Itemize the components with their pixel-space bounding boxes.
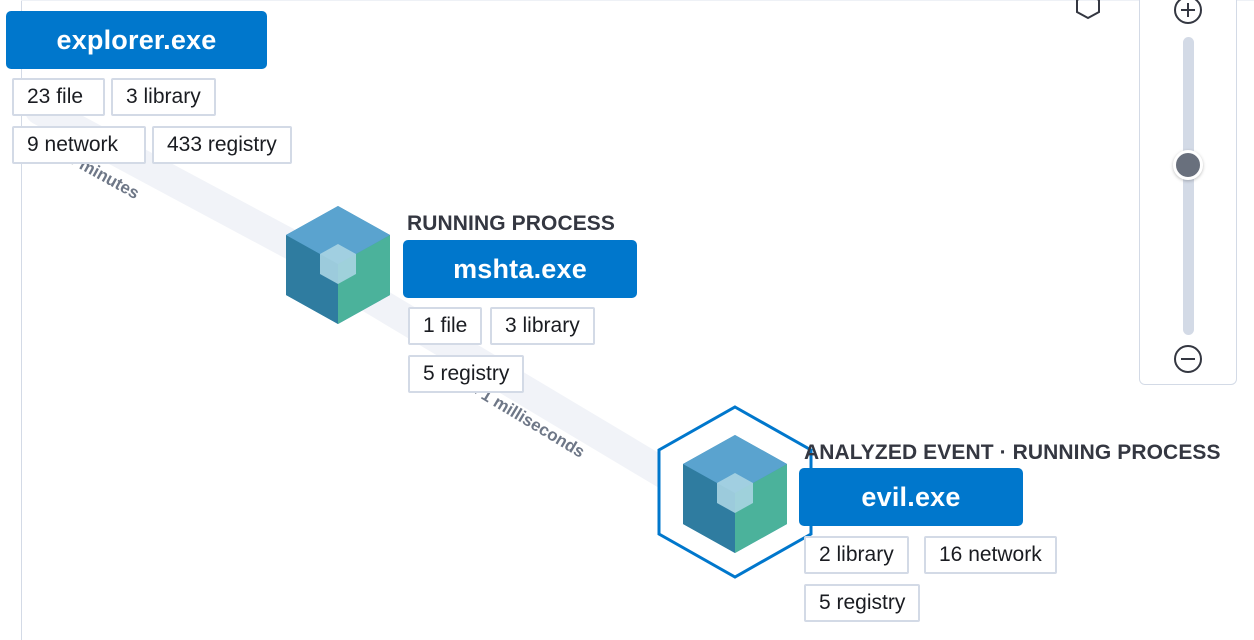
plus-circle-icon	[1174, 0, 1202, 24]
running-process-cube-icon[interactable]	[284, 204, 392, 326]
zoom-slider-thumb[interactable]	[1173, 150, 1203, 181]
stat-chip-mshta-registry[interactable]: 5 registry	[408, 355, 525, 393]
stat-chip-explorer-library[interactable]: 3 library	[111, 78, 216, 116]
hexagon-icon[interactable]	[1074, 0, 1102, 20]
zoom-slider-track[interactable]	[1183, 37, 1194, 335]
process-button-evil[interactable]: evil.exe	[799, 468, 1023, 526]
stat-chip-mshta-library[interactable]: 3 library	[490, 307, 595, 345]
minus-circle-icon	[1174, 345, 1202, 373]
stat-chip-explorer-file[interactable]: 23 file	[12, 78, 105, 116]
stat-chip-mshta-file[interactable]: 1 file	[408, 307, 483, 345]
process-button-explorer[interactable]: explorer.exe	[6, 11, 267, 69]
zoom-control-panel	[1139, 0, 1237, 385]
panel-left-border	[21, 0, 22, 640]
stat-chip-evil-registry[interactable]: 5 registry	[804, 584, 921, 622]
stat-chip-evil-network[interactable]: 16 network	[924, 536, 1057, 574]
zoom-in-button[interactable]	[1173, 0, 1203, 25]
analyzed-process-cube-icon[interactable]	[656, 405, 814, 579]
panel-top-border	[21, 0, 1254, 1]
stat-chip-explorer-network[interactable]: 9 network	[12, 126, 146, 164]
process-button-mshta[interactable]: mshta.exe	[403, 240, 637, 298]
process-type-mshta: RUNNING PROCESS	[407, 212, 616, 235]
process-type-evil: ANALYZED EVENT · RUNNING PROCESS	[804, 441, 1221, 464]
zoom-out-button[interactable]	[1173, 344, 1203, 374]
stat-chip-evil-library[interactable]: 2 library	[804, 536, 909, 574]
stat-chip-explorer-registry[interactable]: 433 registry	[152, 126, 292, 164]
